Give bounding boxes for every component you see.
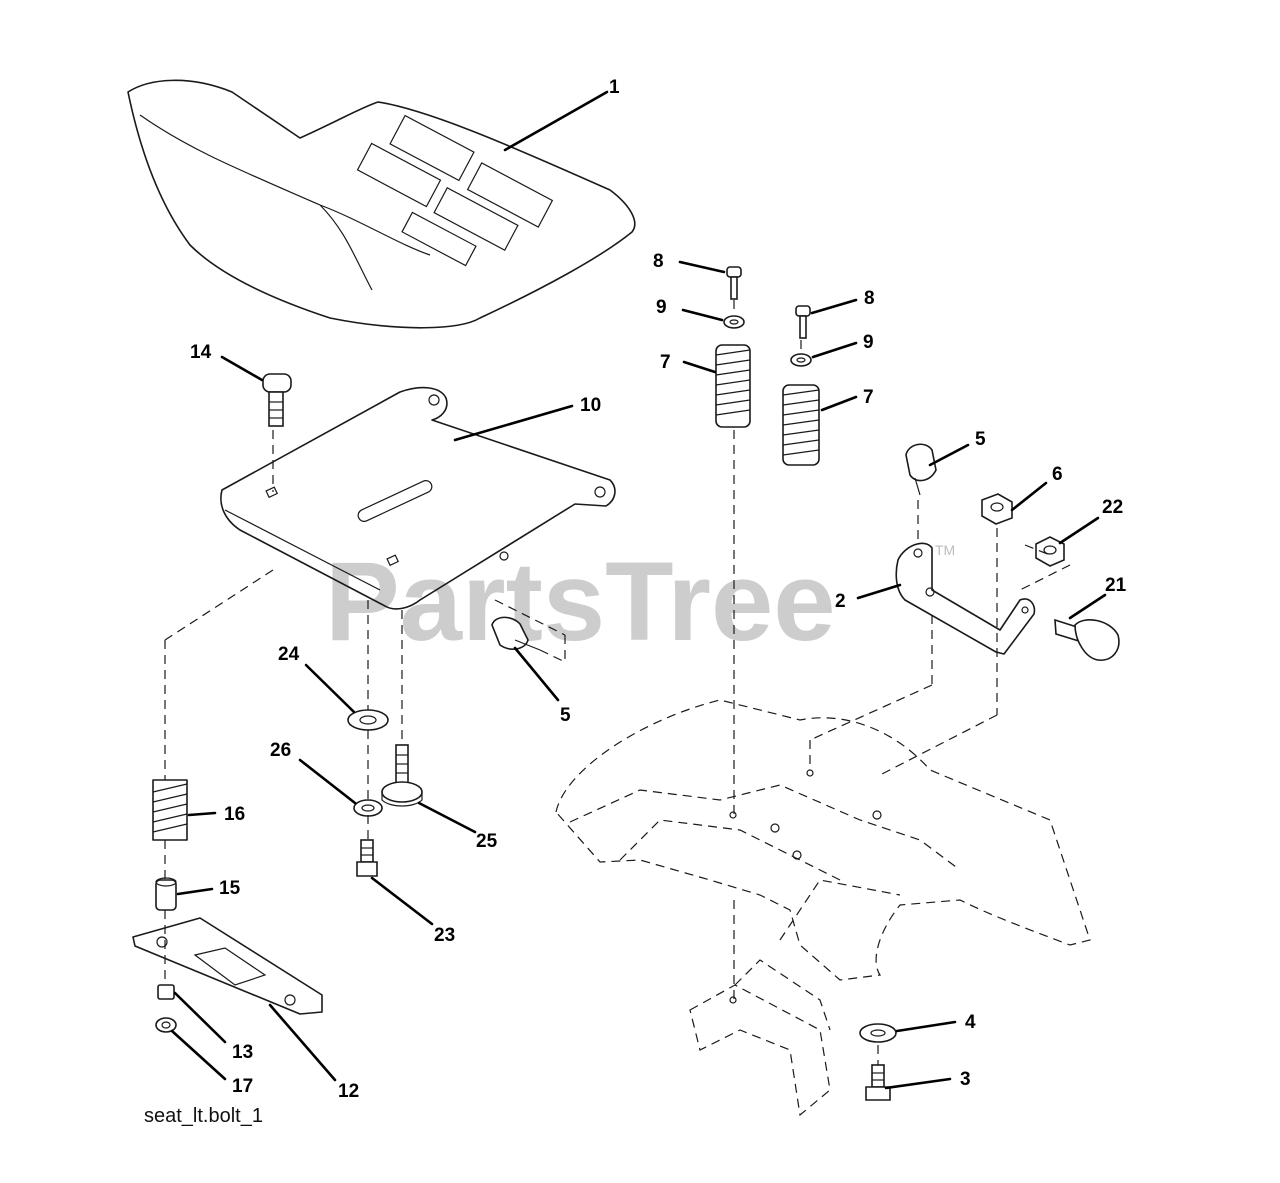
seat[interactable] [127, 79, 636, 329]
callout-21: 21 [1105, 575, 1127, 596]
spring-7-left[interactable] [715, 344, 751, 428]
callout-12: 12 [338, 1081, 359, 1102]
callout-1: 1 [609, 77, 620, 98]
spacer-15[interactable] [155, 877, 177, 911]
nut-22[interactable] [1035, 536, 1065, 567]
diagram-caption: seat_lt.bolt_1 [144, 1105, 263, 1127]
seat-pan[interactable] [220, 386, 616, 610]
callout-9-left: 9 [656, 297, 667, 318]
bolt-8-right[interactable] [795, 305, 811, 339]
bolt-25[interactable] [381, 744, 423, 807]
watermark-text: PartsTree [325, 539, 836, 664]
callout-7-right: 7 [863, 387, 874, 408]
callout-22: 22 [1102, 497, 1123, 518]
callout-3: 3 [960, 1069, 971, 1090]
callout-4: 4 [965, 1012, 976, 1033]
callout-2: 2 [835, 591, 846, 612]
callout-16: 16 [224, 804, 245, 825]
nut-17[interactable] [155, 1017, 177, 1033]
callout-8-right: 8 [864, 288, 875, 309]
callout-13: 13 [232, 1042, 253, 1063]
bracket-2[interactable] [895, 542, 1036, 655]
watermark-tm: TM [935, 542, 955, 558]
bolt-3[interactable] [865, 1064, 891, 1101]
callout-23: 23 [434, 925, 455, 946]
callouts: 1 2 3 4 5 5 6 7 7 8 8 9 9 10 12 13 14 15… [190, 77, 1127, 1102]
nut-13[interactable] [157, 984, 175, 1000]
washer-26[interactable] [353, 799, 383, 817]
callout-9-right: 9 [863, 332, 874, 353]
callout-26: 26 [270, 740, 291, 761]
bolt-23[interactable] [356, 839, 378, 877]
watermark: PartsTree TM [325, 539, 955, 664]
callout-8-left: 8 [653, 251, 664, 272]
callout-15: 15 [219, 878, 241, 899]
callout-10: 10 [580, 395, 601, 416]
bolt-8-left[interactable] [726, 266, 742, 300]
callout-6: 6 [1052, 464, 1063, 485]
nut-6[interactable] [981, 493, 1013, 525]
callout-17: 17 [232, 1076, 253, 1097]
clip-5-left[interactable] [491, 616, 541, 651]
washer-9-right[interactable] [790, 353, 812, 367]
clip-5-right[interactable] [905, 443, 937, 496]
callout-7-left: 7 [660, 352, 671, 373]
callout-5-left: 5 [560, 705, 571, 726]
bolt-14[interactable] [262, 373, 292, 427]
callout-24: 24 [278, 644, 300, 665]
callout-5-right: 5 [975, 429, 986, 450]
assembly-lines [164, 300, 1071, 1065]
callout-14: 14 [190, 342, 212, 363]
bracket-12[interactable] [132, 917, 323, 1015]
spring-16[interactable] [152, 779, 188, 841]
spring-7-right[interactable] [782, 384, 820, 466]
knob-21[interactable] [1054, 618, 1120, 661]
callout-25: 25 [476, 831, 498, 852]
washer-4[interactable] [859, 1023, 897, 1043]
leader-lines [170, 90, 1107, 1090]
frame-hidden [555, 699, 1091, 1117]
washer-24[interactable] [347, 709, 389, 731]
washer-9-left[interactable] [723, 315, 745, 329]
